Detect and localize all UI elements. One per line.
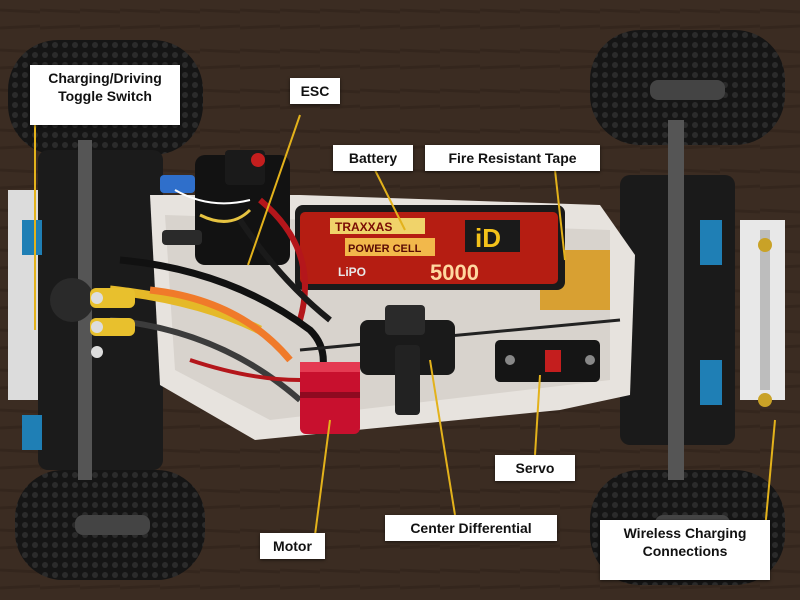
label-center-differential: Center Differential bbox=[385, 515, 557, 541]
left-axle-assembly bbox=[8, 140, 163, 480]
bullet-connectors bbox=[90, 288, 135, 358]
label-toggle-switch: Charging/Driving Toggle Switch bbox=[30, 65, 180, 125]
label-fire-resistant-tape: Fire Resistant Tape bbox=[425, 145, 600, 171]
servo-unit bbox=[495, 340, 600, 382]
battery-capacity-text: 5000 bbox=[430, 260, 479, 285]
label-motor: Motor bbox=[260, 533, 325, 559]
battery-brand-text: TRAXXAS bbox=[335, 220, 392, 234]
label-wireless-charging: Wireless Charging Connections bbox=[600, 520, 770, 580]
label-wireless-line1: Wireless Charging bbox=[623, 525, 747, 541]
label-wireless-line2: Connections bbox=[642, 543, 728, 559]
battery-pack: TRAXXAS POWER CELL LiPO iD 5000 bbox=[295, 205, 565, 290]
label-servo: Servo bbox=[495, 455, 575, 481]
label-toggle-switch-line2: Toggle Switch bbox=[58, 88, 152, 104]
battery-logo-text: iD bbox=[475, 223, 501, 253]
label-esc: ESC bbox=[290, 78, 340, 104]
battery-series-text: POWER CELL bbox=[348, 243, 422, 255]
motor-unit bbox=[300, 362, 360, 434]
wires bbox=[109, 197, 621, 403]
right-axle-assembly bbox=[620, 120, 785, 480]
label-battery: Battery bbox=[333, 145, 413, 171]
label-toggle-switch-line1: Charging/Driving bbox=[48, 70, 162, 86]
battery-type-text: LiPO bbox=[338, 265, 366, 279]
